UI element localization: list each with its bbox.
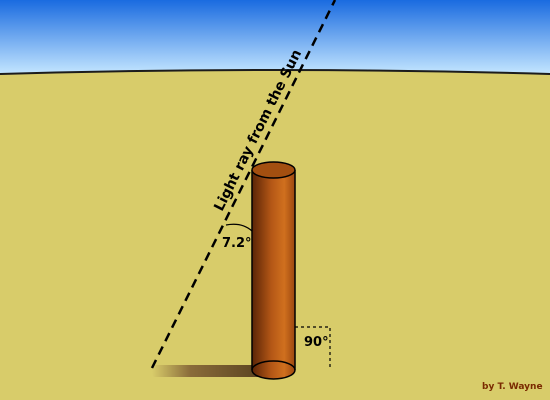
right-angle-label: 90° [304,335,329,350]
pole-shadow [152,365,262,377]
light-ray [150,0,337,369]
angle-label: 7.2° [222,236,252,251]
horizon-line [0,69,550,75]
pole-top [251,161,296,179]
angle-arc [225,223,253,232]
vertical-pole [251,161,296,380]
sky [0,0,550,74]
author-credit: by T. Wayne [482,382,543,392]
